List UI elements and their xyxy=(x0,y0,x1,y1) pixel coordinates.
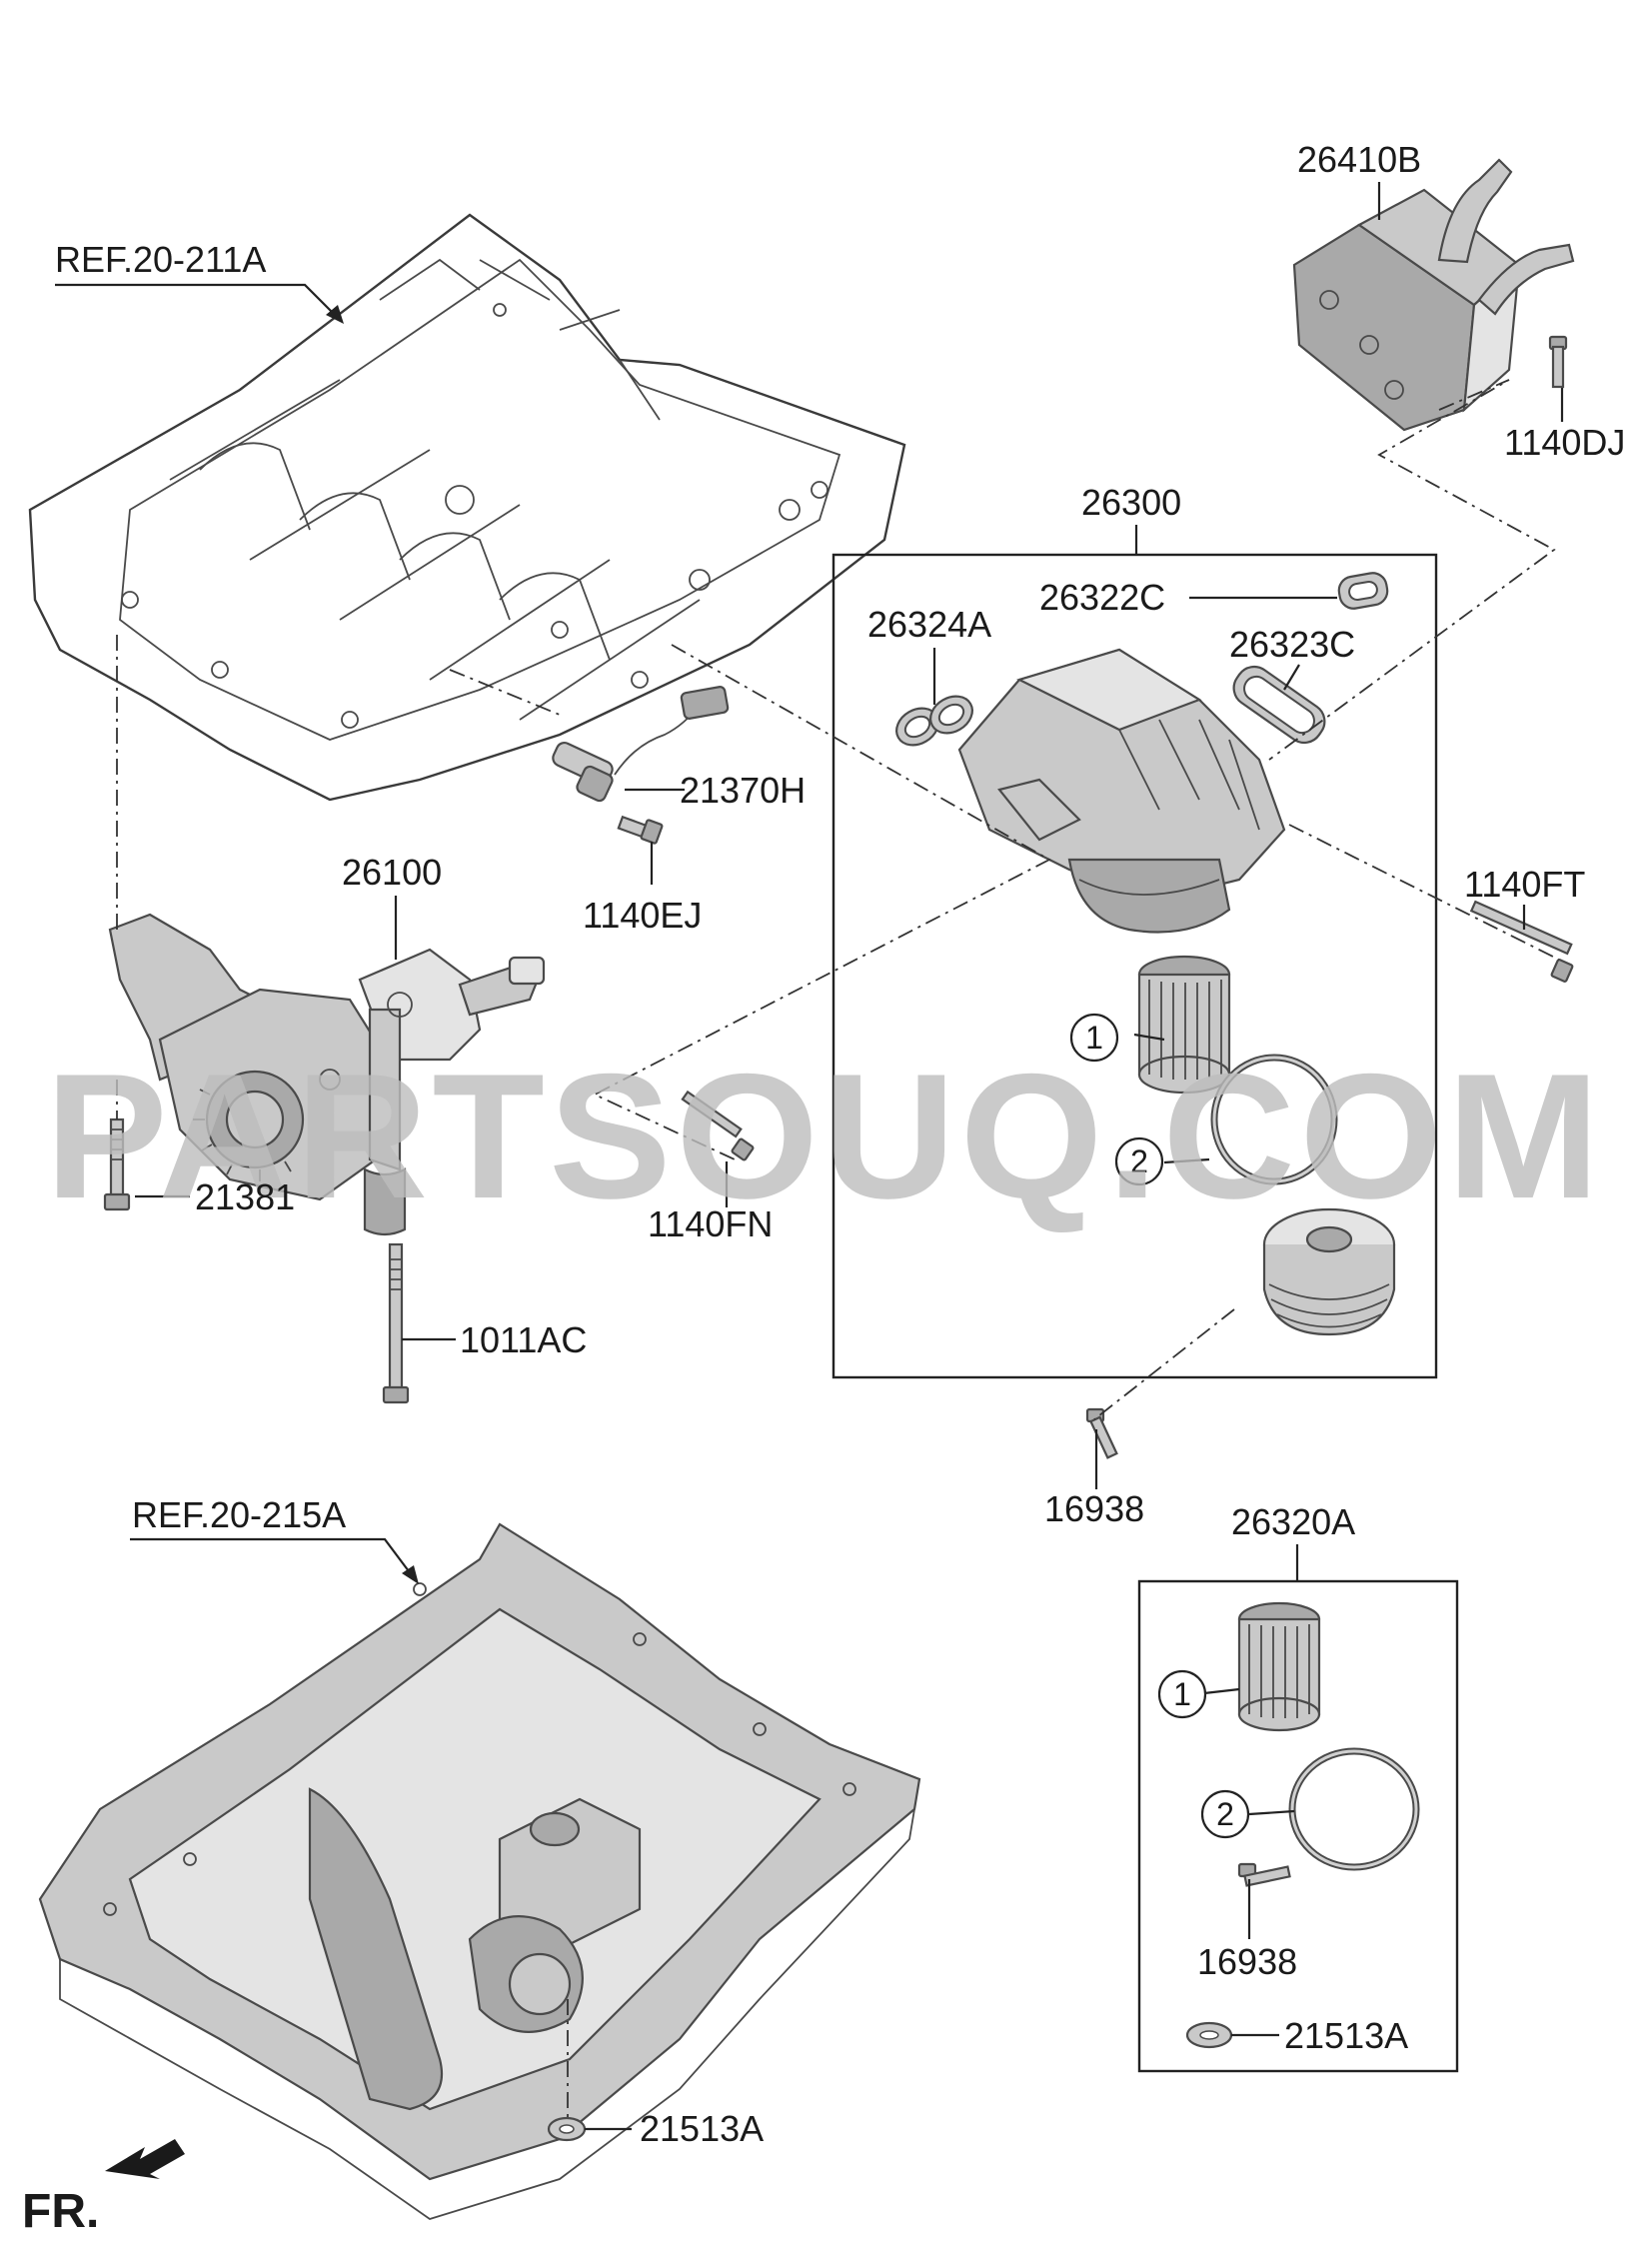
label-21513A-kit: 21513A xyxy=(1284,2015,1408,2056)
svg-text:1: 1 xyxy=(1173,1676,1191,1712)
label-26300: 26300 xyxy=(1081,482,1181,523)
oil-cooler xyxy=(1292,158,1575,432)
callout-2-kit: 2 xyxy=(1200,1789,1250,1839)
svg-text:2: 2 xyxy=(1216,1796,1234,1832)
kit-bolt-16938 xyxy=(1237,1862,1291,1887)
engine-block xyxy=(28,213,906,802)
gasket-26322c xyxy=(1337,572,1389,610)
svg-text:1: 1 xyxy=(1085,1020,1103,1056)
o-ring-26324a xyxy=(895,695,973,747)
bolt-16938-upper xyxy=(1085,1407,1118,1459)
label-26320A: 26320A xyxy=(1231,1501,1355,1542)
part-labels: REF.20-211A REF.20-215A 26410B 1140DJ 26… xyxy=(22,139,1625,2238)
front-direction-label: FR. xyxy=(22,2185,99,2238)
label-21370H: 21370H xyxy=(680,770,806,811)
label-1011AC: 1011AC xyxy=(460,1319,587,1360)
label-16938-upper: 16938 xyxy=(1044,1488,1144,1529)
label-26410B: 26410B xyxy=(1297,139,1421,180)
watermark: PARTSOUQ.COM xyxy=(45,1037,1604,1235)
kit-o-ring xyxy=(1288,1747,1420,1871)
label-1140EJ: 1140EJ xyxy=(583,895,702,936)
front-direction-arrow xyxy=(105,2139,185,2179)
label-1140DJ: 1140DJ xyxy=(1504,422,1625,463)
assembly-centerlines xyxy=(116,379,1560,2117)
label-1140FN: 1140FN xyxy=(648,1203,773,1244)
label-26324A: 26324A xyxy=(867,604,991,645)
bolt-1140dj xyxy=(1548,335,1568,389)
svg-text:2: 2 xyxy=(1130,1143,1148,1179)
ref-label-block: REF.20-211A xyxy=(55,239,266,280)
filter-cap xyxy=(1262,1207,1396,1336)
bolt-1140ej xyxy=(617,815,664,845)
oil-pan xyxy=(38,1522,921,2220)
callout-1-housing: 1 xyxy=(1069,1013,1119,1063)
kit-washer-21513a xyxy=(1185,2021,1233,2049)
callout-1-kit: 1 xyxy=(1157,1669,1207,1719)
filter-housing xyxy=(957,648,1286,934)
assembly-box-26300 xyxy=(831,553,1438,1379)
filter-o-ring xyxy=(1210,1054,1338,1185)
label-16938-kit: 16938 xyxy=(1197,1941,1297,1982)
washer-21513a-pan xyxy=(547,2116,587,2142)
ref-label-pan: REF.20-215A xyxy=(132,1494,346,1535)
label-21381: 21381 xyxy=(195,1176,295,1217)
sensor-21370h xyxy=(552,686,730,803)
filter-element xyxy=(1137,955,1231,1095)
label-26100: 26100 xyxy=(342,852,442,893)
bolt-1011ac xyxy=(382,1242,410,1404)
callout-2-housing: 2 xyxy=(1114,1136,1164,1186)
label-26322C: 26322C xyxy=(1039,577,1165,618)
label-26323C: 26323C xyxy=(1229,624,1355,665)
leader-lines xyxy=(55,182,1564,2131)
kit-filter-element xyxy=(1237,1601,1321,1732)
bolt-1140fn xyxy=(681,1090,755,1161)
label-1140FT: 1140FT xyxy=(1464,864,1585,905)
gasket-26323c xyxy=(1232,665,1326,745)
label-21513A-pan: 21513A xyxy=(640,2108,764,2149)
oil-pump xyxy=(108,913,546,1236)
